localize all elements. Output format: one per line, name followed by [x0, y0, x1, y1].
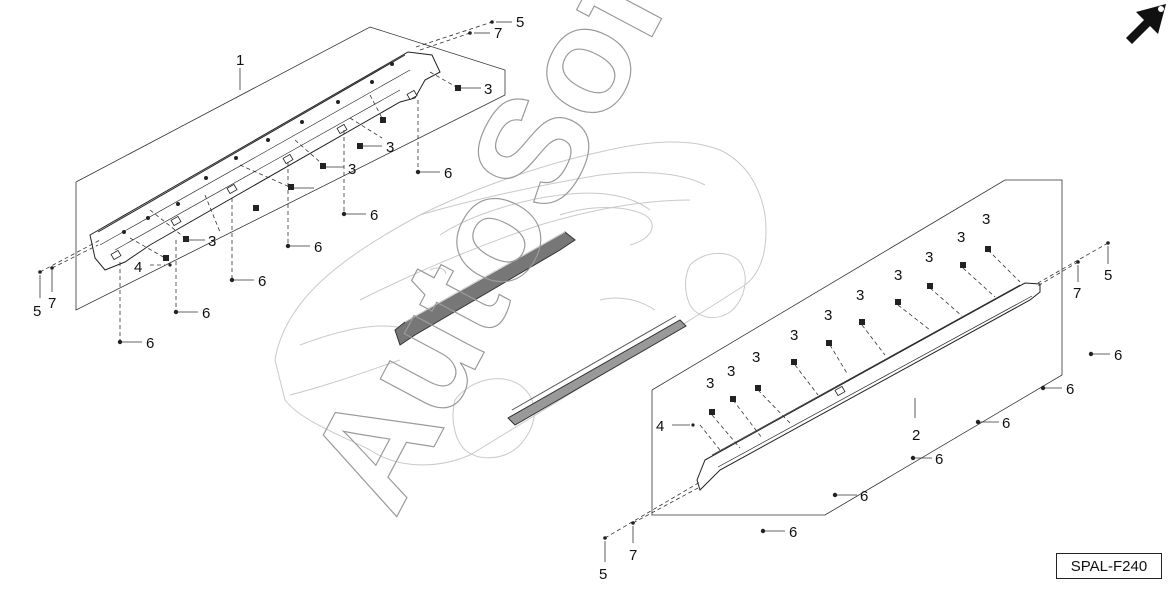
- callout-6: 6: [935, 451, 943, 468]
- vehicle-outline: [274, 141, 767, 466]
- watermark: AutoSoft: [274, 0, 721, 536]
- callout-4: 4: [656, 418, 664, 435]
- arrow-up-right-icon: [1126, 4, 1166, 44]
- watermark-text: AutoSoft: [275, 0, 721, 535]
- callout-5: 5: [516, 14, 524, 31]
- lower-fasteners: [603, 241, 1110, 540]
- upper-garnish-frame: [75, 26, 506, 311]
- callout-6: 6: [258, 273, 266, 290]
- upper-callout-ticks: [39, 21, 512, 343]
- callout-3: 3: [824, 307, 832, 324]
- callout-3: 3: [856, 287, 864, 304]
- callout-6: 6: [860, 488, 868, 505]
- callout-labels: 1 2 3 3 3 3 3 3 3 3 3 3 3 3 3 3 3 4 4 5 …: [33, 14, 1122, 583]
- vehicle-upper-garnish-highlight: [394, 231, 576, 346]
- diagram-code: SPAL-F240: [1056, 553, 1162, 579]
- callout-3: 3: [957, 229, 965, 246]
- callout-6: 6: [146, 335, 154, 352]
- callout-4: 4: [134, 259, 142, 276]
- callout-6: 6: [370, 207, 378, 224]
- callout-3: 3: [982, 211, 990, 228]
- lower-leader-lines: [604, 242, 1109, 539]
- callout-3: 3: [208, 233, 216, 250]
- upper-leader-lines: [39, 21, 493, 342]
- callout-3: 3: [727, 363, 735, 380]
- callout-7: 7: [1073, 285, 1081, 302]
- lower-garnish-part: [696, 282, 1041, 491]
- callout-6: 6: [1002, 415, 1010, 432]
- callout-3: 3: [925, 249, 933, 266]
- callout-3: 3: [706, 375, 714, 392]
- callout-3: 3: [348, 161, 356, 178]
- vehicle-lower-garnish-highlight: [507, 315, 687, 426]
- callout-3: 3: [484, 81, 492, 98]
- callout-6: 6: [1066, 381, 1074, 398]
- callout-6: 6: [314, 239, 322, 256]
- upper-garnish-part: [89, 51, 441, 271]
- callout-3: 3: [790, 327, 798, 344]
- callout-7: 7: [629, 547, 637, 564]
- callout-3: 3: [386, 139, 394, 156]
- callout-6: 6: [1114, 347, 1122, 364]
- lower-garnish-frame: [651, 179, 1063, 516]
- callout-2: 2: [912, 427, 920, 444]
- callout-1: 1: [236, 52, 244, 69]
- callout-3: 3: [752, 349, 760, 366]
- callout-6: 6: [789, 524, 797, 541]
- callout-7: 7: [494, 25, 502, 42]
- callout-5: 5: [33, 303, 41, 320]
- callout-6: 6: [202, 305, 210, 322]
- callout-5: 5: [1104, 267, 1112, 284]
- callout-5: 5: [599, 566, 607, 583]
- callout-7: 7: [48, 295, 56, 312]
- callout-6: 6: [444, 165, 452, 182]
- callout-3: 3: [894, 267, 902, 284]
- upper-fasteners: [38, 20, 494, 345]
- lower-callout-ticks: [604, 246, 1110, 562]
